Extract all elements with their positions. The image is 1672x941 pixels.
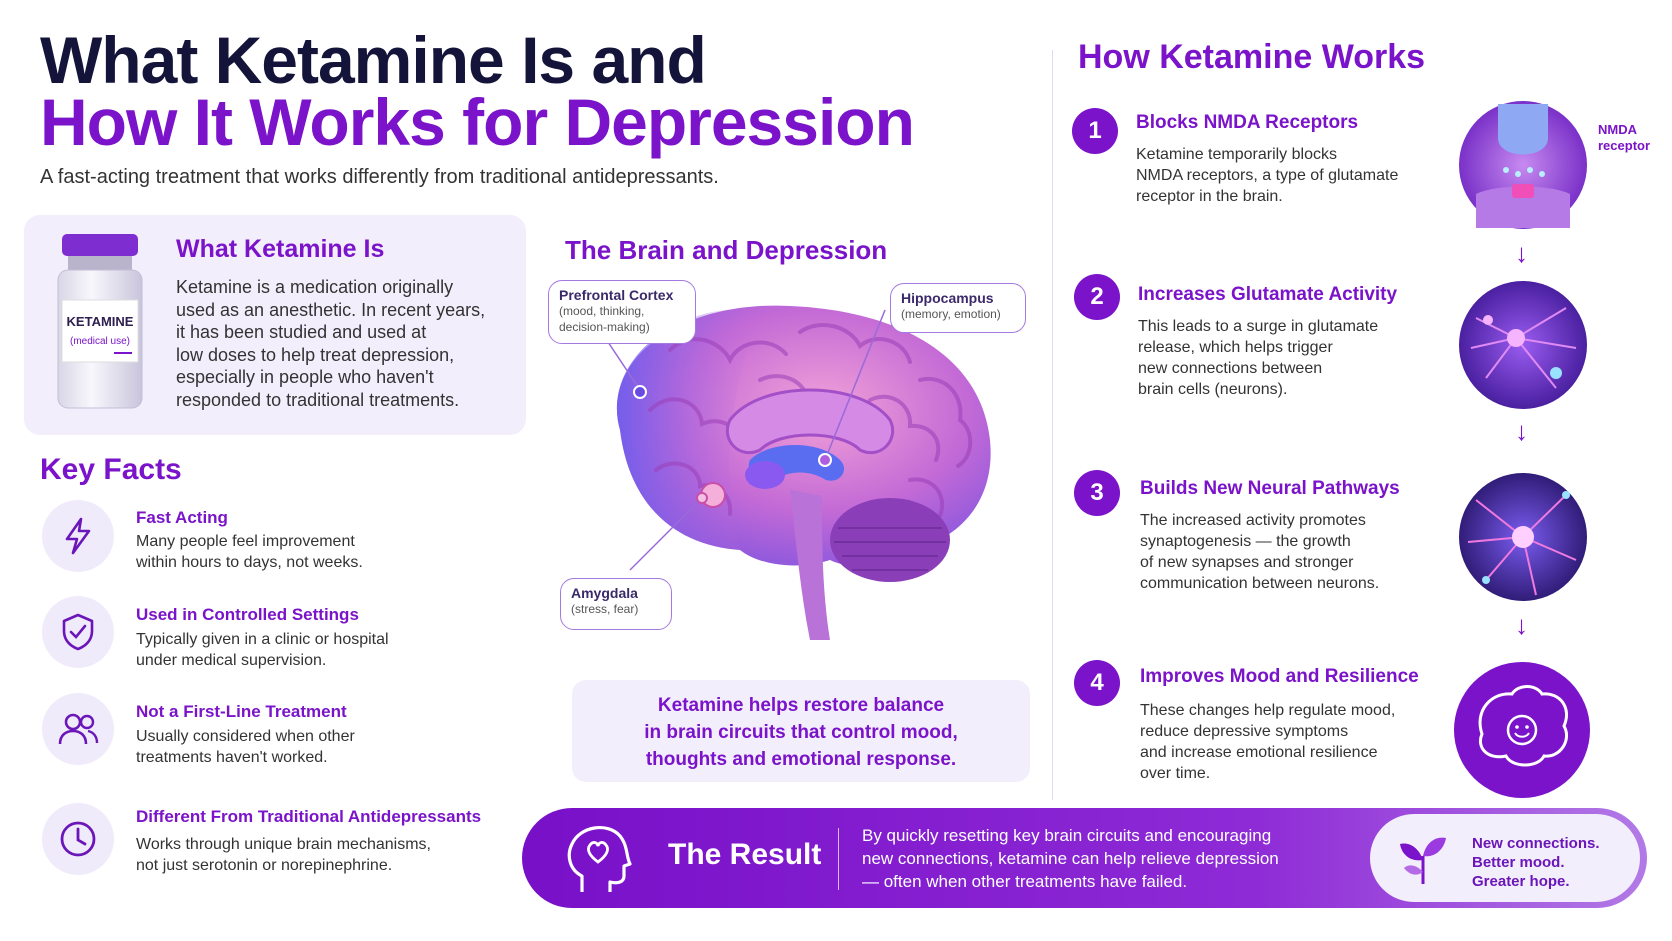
step-number-1: 1 <box>1072 108 1118 154</box>
column-divider <box>1052 50 1053 800</box>
fact-title-fast-acting: Fast Acting <box>136 508 228 527</box>
step-number-2: 2 <box>1074 274 1120 320</box>
happy-brain-icon <box>1454 662 1590 798</box>
brain-illustration <box>599 305 991 640</box>
what-ketamine-title: What Ketamine Is <box>176 235 385 263</box>
step-title-2: Increases Glutamate Activity <box>1138 284 1398 305</box>
result-divider <box>838 828 839 890</box>
fact-text-different: Works through unique brain mechanisms,no… <box>136 836 431 874</box>
result-text: By quickly resetting key brain circuits … <box>862 826 1279 891</box>
shield-check-icon <box>42 596 114 668</box>
fact-title-controlled-settings: Used in Controlled Settings <box>136 605 359 624</box>
callout-prefrontal-cortex: Prefrontal Cortex (mood, thinking, decis… <box>548 280 696 344</box>
step-title-1: Blocks NMDA Receptors <box>1136 112 1359 133</box>
step-title-3: Builds New Neural Pathways <box>1140 478 1400 499</box>
vial-sublabel: (medical use) <box>70 336 130 347</box>
ketamine-vial-icon: KETAMINE (medical use) <box>57 234 143 409</box>
step-arrow-2: ↓ <box>1515 416 1528 446</box>
result-pill-text: New connections.Better mood.Greater hope… <box>1472 835 1600 890</box>
neural-pathways-icon <box>1459 473 1587 601</box>
result-title: The Result <box>668 838 822 871</box>
step-number-3: 3 <box>1074 470 1120 516</box>
people-icon <box>42 693 114 765</box>
what-ketamine-body: Ketamine is a medication originally used… <box>176 277 486 410</box>
callout-amygdala: Amygdala (stress, fear) <box>560 578 672 630</box>
brain-balance-note: Ketamine helps restore balance in brain … <box>572 680 1030 782</box>
step-arrow-1: ↓ <box>1515 238 1528 268</box>
brain-section-title: The Brain and Depression <box>565 235 888 265</box>
page-subtitle: A fast-acting treatment that works diffe… <box>40 166 719 188</box>
step-number-4: 4 <box>1074 660 1120 706</box>
sprout-icon <box>1400 837 1446 884</box>
page-title-line2: How It Works for Depression <box>40 85 915 159</box>
step-title-4: Improves Mood and Resilience <box>1140 666 1419 687</box>
how-it-works-title: How Ketamine Works <box>1078 38 1426 76</box>
fact-title-not-first-line: Not a First-Line Treatment <box>136 702 347 721</box>
page-title-line1: What Ketamine Is and <box>40 23 707 97</box>
callout-hippocampus: Hippocampus (memory, emotion) <box>890 283 1026 333</box>
key-facts-title: Key Facts <box>40 453 182 486</box>
lightning-icon <box>42 500 114 572</box>
glutamate-neurons-icon <box>1459 281 1587 409</box>
fact-title-different: Different From Traditional Antidepressan… <box>136 807 482 826</box>
nmda-receptor-icon <box>1459 101 1587 229</box>
clock-icon <box>42 803 114 875</box>
step-arrow-3: ↓ <box>1515 610 1528 640</box>
vial-label: KETAMINE <box>67 314 134 329</box>
step-text-4: These changes help regulate mood,reduce … <box>1140 702 1396 782</box>
heart-head-icon <box>567 826 632 892</box>
